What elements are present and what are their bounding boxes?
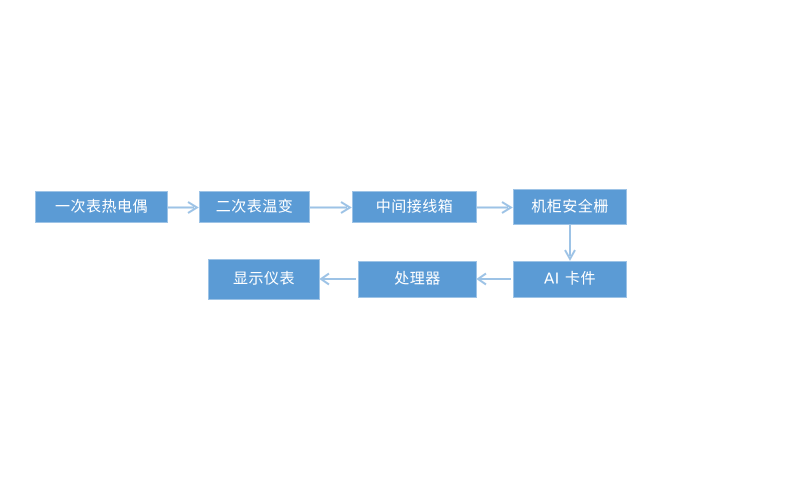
flow-node-junction-box[interactable]: 中间接线箱 <box>352 191 477 223</box>
flow-node-ai-card[interactable]: AI 卡件 <box>513 261 627 298</box>
flow-node-label: 机柜安全栅 <box>531 197 609 215</box>
flow-node-processor[interactable]: 处理器 <box>358 261 477 298</box>
flow-connector-thermocouple-to-transmitter <box>168 200 199 220</box>
flow-node-display-instrument[interactable]: 显示仪表 <box>208 259 320 300</box>
flow-connector-ai-card-to-processor <box>476 270 513 290</box>
flow-connector-safety-barrier-to-ai-card <box>562 225 582 262</box>
flow-node-label: 一次表热电偶 <box>54 197 148 215</box>
flow-connector-processor-to-display <box>319 270 358 290</box>
flow-node-cabinet-safety-barrier[interactable]: 机柜安全栅 <box>513 189 627 225</box>
flow-node-label: AI 卡件 <box>544 269 596 288</box>
flow-node-label: 显示仪表 <box>232 269 295 288</box>
flow-node-label: 处理器 <box>394 269 441 288</box>
flow-connector-transmitter-to-junction-box <box>310 200 352 220</box>
flow-node-label: 二次表温变 <box>215 197 294 215</box>
flow-connector-junction-box-to-safety-barrier <box>477 200 513 220</box>
flow-node-secondary-transmitter[interactable]: 二次表温变 <box>199 191 310 223</box>
flow-node-label: 中间接线箱 <box>375 197 454 215</box>
flow-node-primary-thermocouple[interactable]: 一次表热电偶 <box>35 191 168 223</box>
